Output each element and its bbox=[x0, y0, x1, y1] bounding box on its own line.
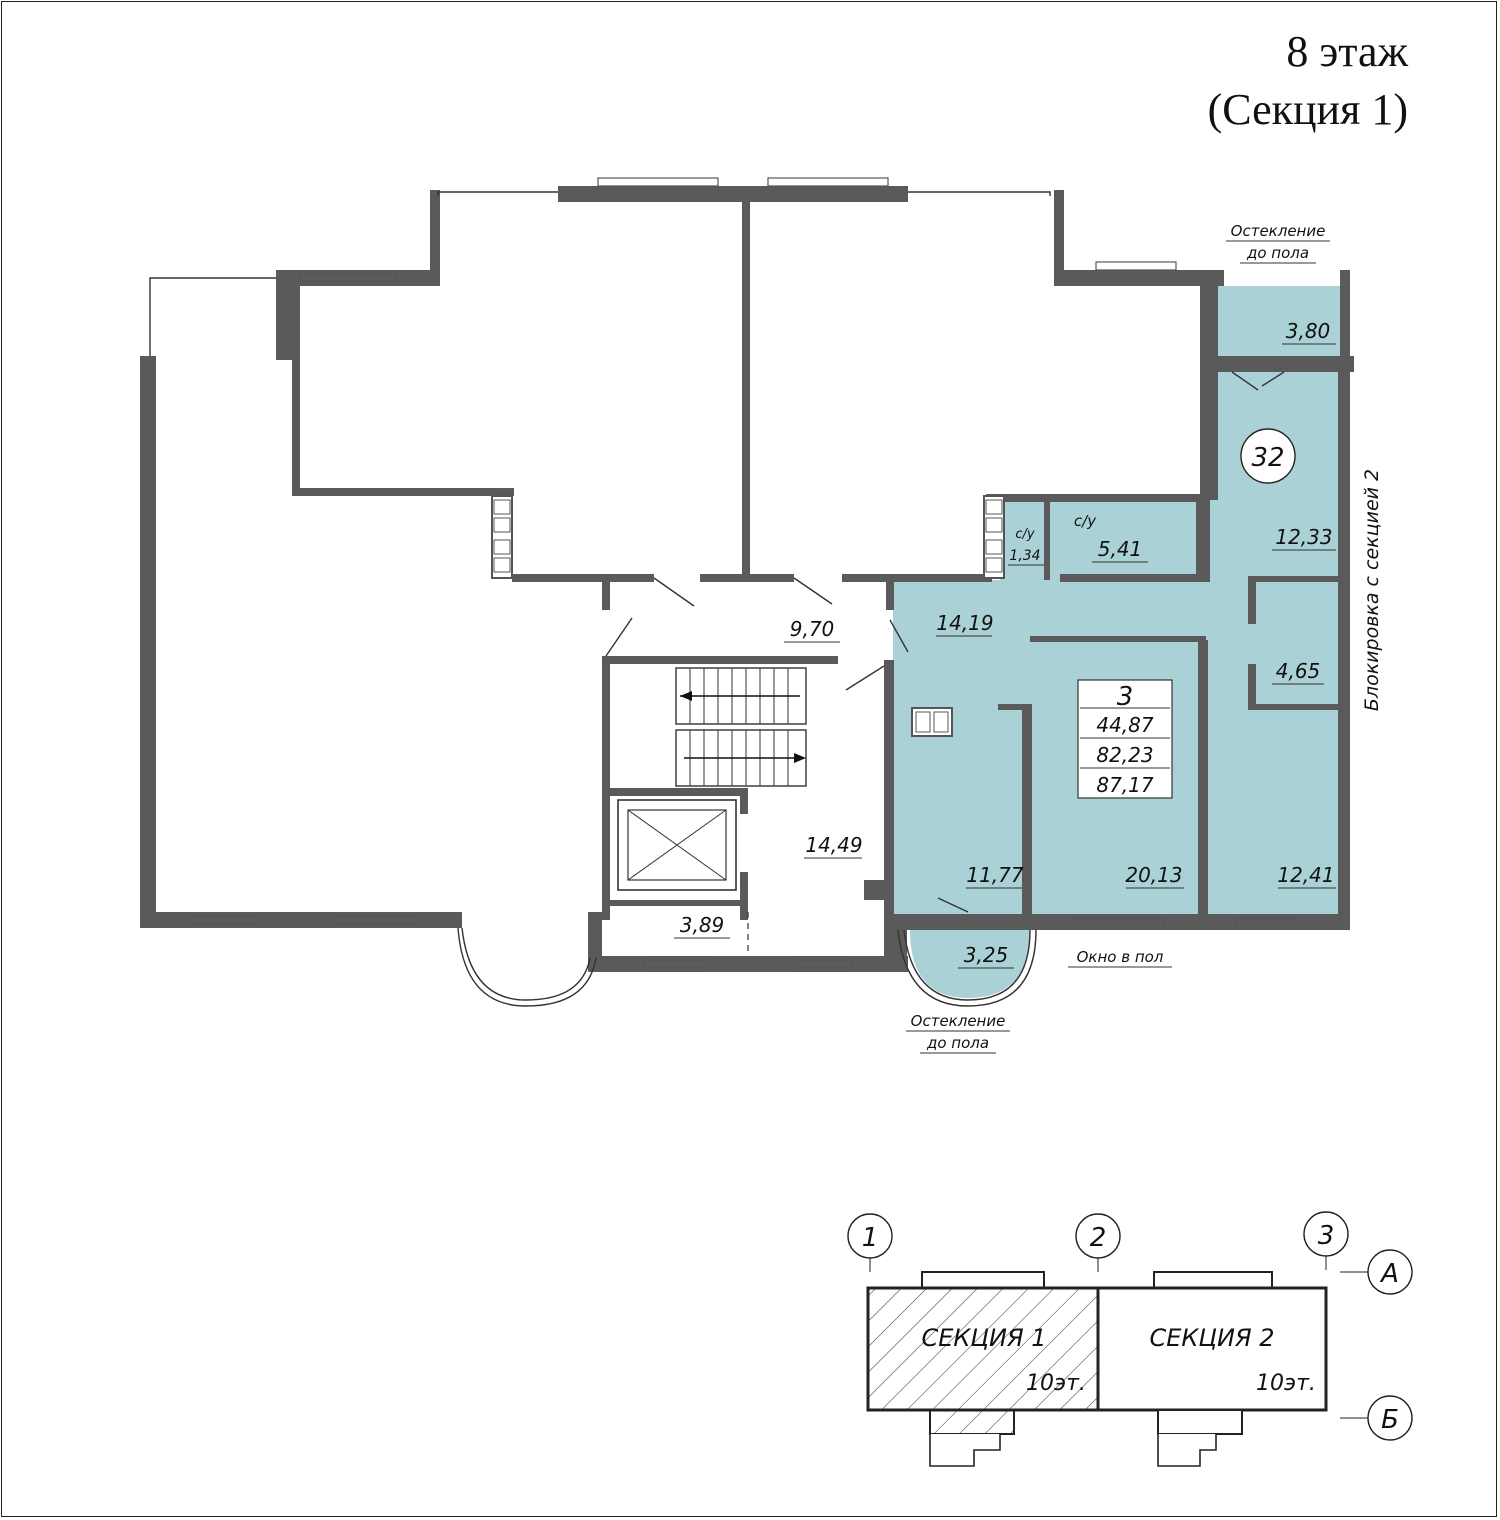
door-swings bbox=[605, 371, 1285, 913]
key-section-2-floors: 10эт. bbox=[1256, 1371, 1316, 1396]
key-section-1-floors: 10эт. bbox=[1026, 1371, 1086, 1396]
section-title: (Секция 1) bbox=[1207, 85, 1408, 134]
axis-b: Б bbox=[1381, 1405, 1399, 1435]
room-balcony-top: 3,80 bbox=[1286, 319, 1331, 343]
room-top-right: 12,33 bbox=[1275, 525, 1332, 549]
apartment-total-area: 82,23 bbox=[1096, 743, 1153, 767]
apartment-living-area: 44,87 bbox=[1096, 713, 1154, 737]
axis-a: А bbox=[1379, 1259, 1399, 1289]
axis-2: 2 bbox=[1090, 1223, 1107, 1253]
wc-label: с/у bbox=[1015, 527, 1035, 542]
bay-balcony-fill bbox=[910, 930, 1030, 998]
key-plan bbox=[847, 1211, 1413, 1467]
room-bath: 5,41 bbox=[1098, 537, 1143, 561]
room-bay-balcony: 3,25 bbox=[964, 943, 1009, 967]
apartment-number: 32 bbox=[1251, 443, 1284, 473]
bath-label: с/у bbox=[1074, 512, 1097, 530]
room-vestibule: 3,89 bbox=[680, 913, 725, 937]
vent-shafts bbox=[491, 495, 1005, 737]
apartment-rooms-count: 3 bbox=[1117, 682, 1134, 712]
section-1-hatched bbox=[866, 1286, 1100, 1412]
glazing-bottom-line1: Остекление bbox=[911, 1012, 1006, 1030]
room-hall: 14,19 bbox=[936, 611, 993, 635]
axis-3: 3 bbox=[1318, 1221, 1335, 1251]
apartment-number-circle bbox=[1240, 428, 1296, 484]
blocking-note: Блокировка с секцией 2 bbox=[1361, 469, 1383, 711]
floor-title: 8 этаж bbox=[1286, 27, 1408, 76]
stairs bbox=[675, 667, 807, 787]
floor-window-note: Окно в пол bbox=[1077, 948, 1164, 966]
room-stair-hall: 14,49 bbox=[805, 833, 862, 857]
section-2-box bbox=[1096, 1286, 1328, 1412]
room-corridor: 9,70 bbox=[790, 617, 835, 641]
key-section-1-label: СЕКЦИЯ 1 bbox=[921, 1324, 1046, 1352]
glazing-top-line2: до пола bbox=[1246, 244, 1309, 262]
walls bbox=[140, 177, 1354, 972]
room-closet: 4,65 bbox=[1276, 659, 1321, 683]
balcony-top-fill bbox=[1218, 286, 1340, 358]
key-section-2-label: СЕКЦИЯ 2 bbox=[1149, 1324, 1274, 1352]
apartment-total-with-balcony: 87,17 bbox=[1096, 773, 1154, 797]
room-living: 20,13 bbox=[1125, 863, 1182, 887]
apartment-label-box bbox=[1077, 679, 1173, 799]
axis-1: 1 bbox=[862, 1223, 879, 1253]
glazing-bottom-line2: до пола bbox=[926, 1034, 989, 1052]
elevator bbox=[617, 799, 749, 956]
bay-windows bbox=[457, 927, 1037, 1007]
room-wc: 1,34 bbox=[1009, 548, 1040, 564]
room-kitchen: 11,77 bbox=[966, 863, 1024, 887]
room-bedroom: 12,41 bbox=[1277, 863, 1334, 887]
glazing-top-line1: Остекление bbox=[1231, 222, 1326, 240]
